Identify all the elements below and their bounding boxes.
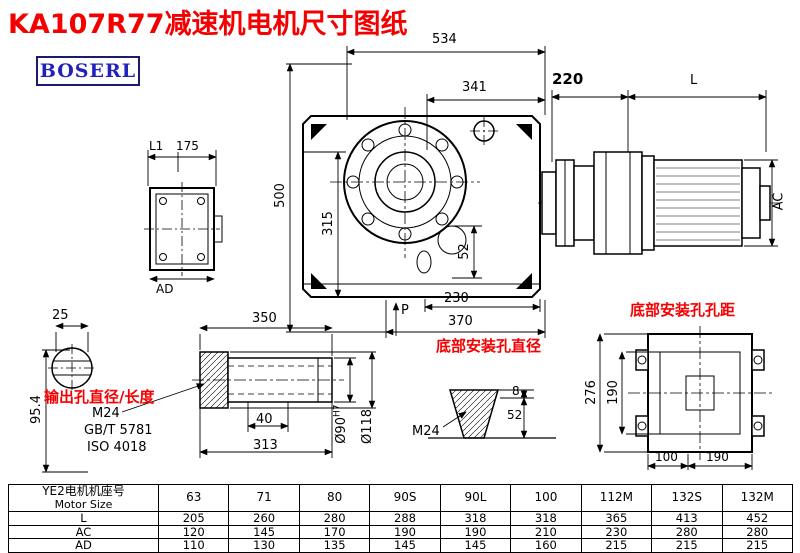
table-cell: 145 — [439, 538, 512, 553]
label-m24-shaft: M24 — [92, 406, 120, 421]
table-row-L: L 205 260 280 288 318 318 365 413 452 — [8, 511, 793, 526]
dim-350: 350 — [252, 311, 277, 326]
dim-52: 52 — [456, 243, 472, 260]
table-cell: 365 — [580, 511, 653, 526]
table-cell: 215 — [721, 538, 793, 553]
col-header: 132M — [721, 484, 793, 512]
dim-534: 534 — [432, 32, 457, 47]
table-cell: 190 — [439, 524, 512, 540]
table-cell: 280 — [721, 524, 793, 540]
dim-L1: L1 — [149, 139, 164, 153]
table-cell: 215 — [580, 538, 653, 553]
table-cell: 145 — [369, 538, 441, 553]
dim-AD: AD — [156, 282, 174, 296]
dim-118: Ø118 — [360, 408, 376, 445]
table-cell: 318 — [510, 511, 582, 526]
col-header: 90S — [369, 484, 441, 512]
dim-90: Ø90 — [333, 417, 349, 444]
dim-500: 500 — [272, 183, 288, 208]
dim-90-tol: H7 — [332, 404, 343, 418]
page-title: KA107R77减速机电机尺寸图纸 — [8, 9, 408, 40]
dim-220: 220 — [552, 70, 584, 88]
table-cell: 288 — [369, 511, 441, 526]
dim-40: 40 — [256, 412, 273, 427]
table-cell: 190 — [369, 524, 441, 540]
table-cell: 210 — [510, 524, 582, 540]
logo-text: BOSERL — [39, 60, 137, 82]
dim-8: 8 — [512, 384, 520, 398]
dim-315: 315 — [320, 211, 336, 236]
dim-90H7: Ø90H7 — [332, 404, 349, 444]
table-header-row: YE2电机机座号 Motor Size 63 71 80 90S 90L 100… — [8, 484, 793, 512]
table-cell: 413 — [651, 511, 723, 526]
col-header: 71 — [228, 484, 300, 512]
dim-190-side: 190 — [605, 380, 621, 405]
table-cell: 280 — [298, 511, 371, 526]
main-front-view — [302, 107, 541, 298]
bottom-mount-view — [596, 326, 772, 470]
dim-25: 25 — [52, 308, 69, 323]
label-iso: ISO 4018 — [87, 440, 147, 455]
table-cell: 135 — [298, 538, 371, 553]
row-label: L — [8, 511, 159, 526]
dim-190-bottom: 190 — [706, 450, 729, 464]
table-cell: 130 — [228, 538, 300, 553]
dim-313: 313 — [253, 438, 278, 453]
table-cell: 230 — [580, 524, 653, 540]
label-P: P — [401, 303, 409, 318]
output-flange-view — [144, 150, 223, 283]
dim-230: 230 — [444, 291, 469, 306]
dim-341: 341 — [462, 80, 487, 95]
dim-276: 276 — [583, 380, 599, 405]
table-cell: 205 — [157, 511, 230, 526]
table-cell: 145 — [228, 524, 300, 540]
header-en: Motor Size — [54, 497, 113, 511]
row-label: AD — [8, 538, 159, 553]
dim-95-4: 95.4 — [28, 395, 44, 424]
table-header-motor-size: YE2电机机座号 Motor Size — [8, 484, 159, 512]
table-cell: 170 — [298, 524, 371, 540]
dim-52-hole: 52 — [507, 408, 523, 422]
bottom-hole-view — [428, 389, 556, 439]
col-header: 63 — [157, 484, 230, 512]
table-cell: 318 — [439, 511, 512, 526]
motor-side-view — [538, 151, 780, 255]
label-bottom-hole-dia: 底部安装孔直径 — [436, 337, 542, 355]
table-cell: 120 — [157, 524, 230, 540]
dim-100: 100 — [655, 450, 678, 464]
label-output-hole: 输出孔直径/长度 — [44, 388, 155, 406]
dim-L: L — [690, 73, 698, 88]
output-shaft-view — [192, 324, 376, 458]
motor-size-table: YE2电机机座号 Motor Size 63 71 80 90S 90L 100… — [8, 484, 793, 553]
table-cell: 452 — [721, 511, 793, 526]
table-row-AD: AD 110 130 135 145 145 160 215 215 215 — [8, 538, 793, 553]
row-label: AC — [8, 524, 159, 540]
logo-badge: BOSERL — [36, 56, 140, 86]
dim-175: 175 — [176, 139, 199, 153]
col-header: 90L — [439, 484, 512, 512]
col-header: 112M — [580, 484, 653, 512]
table-cell: 110 — [157, 538, 230, 553]
table-cell: 215 — [651, 538, 723, 553]
dim-AC: AC — [771, 192, 787, 211]
table-cell: 160 — [510, 538, 582, 553]
table-cell: 280 — [651, 524, 723, 540]
col-header: 100 — [510, 484, 582, 512]
table-cell: 260 — [228, 511, 300, 526]
shaft-end-view — [42, 322, 205, 473]
header-cn: YE2电机机座号 — [42, 484, 125, 499]
table-row-AC: AC 120 145 170 190 190 210 230 280 280 — [8, 524, 793, 540]
label-m24-hole: M24 — [412, 424, 440, 439]
dim-370: 370 — [448, 314, 473, 329]
col-header: 132S — [651, 484, 723, 512]
col-header: 80 — [298, 484, 371, 512]
label-bottom-mount-dist: 底部安装孔孔距 — [630, 301, 736, 319]
main-dimensions — [286, 46, 767, 338]
label-gbt: GB/T 5781 — [84, 423, 153, 438]
